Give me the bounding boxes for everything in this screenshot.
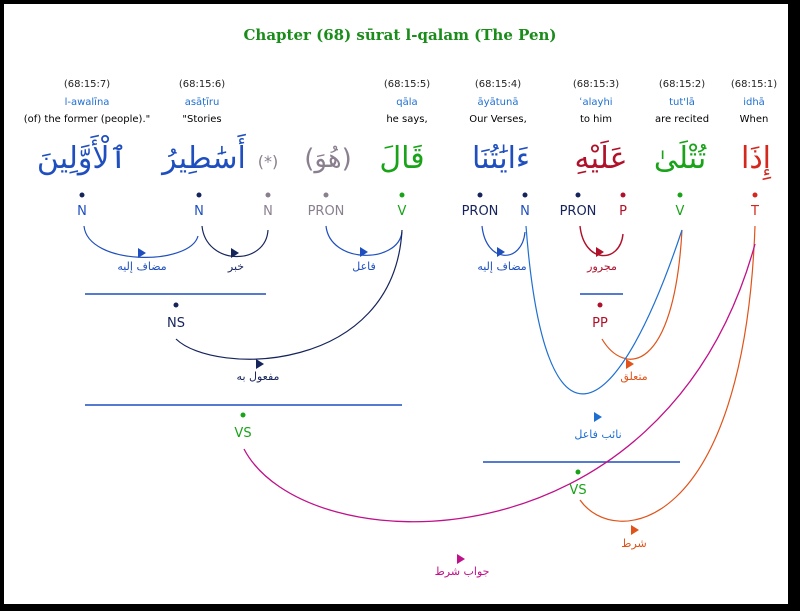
word-arabic: ءَايَٰتُنَا bbox=[471, 141, 531, 176]
word-dot bbox=[477, 192, 483, 198]
arc-mafool bbox=[175, 229, 403, 360]
word-gloss: (of) the former (people)." bbox=[23, 114, 151, 125]
word-ref: (68:15:7) bbox=[63, 79, 111, 90]
word-gloss: Our Verses, bbox=[469, 114, 527, 125]
word-translit: ʿalayhi bbox=[579, 97, 613, 108]
relation-label: خبر bbox=[227, 260, 245, 273]
page-title: Chapter (68) sūrat l-qalam (The Pen) bbox=[243, 26, 557, 44]
diagram-panel: Chapter (68) sūrat l-qalam (The Pen) (68… bbox=[4, 4, 788, 604]
arc-jawab-shart bbox=[243, 243, 756, 523]
pos-tag: PRON bbox=[307, 204, 345, 219]
pos-tag: P bbox=[619, 204, 627, 219]
pos-tag: PRON bbox=[559, 204, 597, 219]
pos-tag: V bbox=[397, 204, 407, 219]
pos-tag: V bbox=[675, 204, 685, 219]
word-arabic: تُتْلَىٰ bbox=[653, 141, 707, 176]
phrase-tag-vs: VS bbox=[234, 426, 252, 441]
word-gloss: to him bbox=[579, 114, 613, 125]
word-gloss: "Stories bbox=[182, 114, 222, 125]
phrase-dot-vs-1 bbox=[240, 412, 246, 418]
relation-label: فاعل bbox=[352, 260, 376, 273]
arrowhead bbox=[497, 247, 505, 257]
relation-label: متعلق bbox=[620, 370, 648, 383]
arc-idafa bbox=[83, 225, 199, 258]
word-arabic: قَالَ bbox=[379, 141, 425, 176]
word-arabic: ٱلْأَوَّلِينَ bbox=[36, 141, 128, 176]
arc-fail bbox=[325, 225, 403, 256]
phrase-tag-ns: NS bbox=[167, 316, 185, 331]
word-dot bbox=[522, 192, 528, 198]
arrowhead bbox=[457, 554, 465, 564]
word-arabic: (هُوَ) bbox=[304, 144, 352, 174]
word-gloss: When bbox=[739, 114, 769, 125]
word-dot bbox=[575, 192, 581, 198]
arrowhead bbox=[360, 247, 368, 257]
relation-label: مفعول به bbox=[236, 370, 280, 383]
relation-label: مضاف إليه bbox=[117, 260, 167, 273]
relation-label: مضاف إليه bbox=[477, 260, 527, 273]
phrase-dot-ns bbox=[173, 302, 179, 308]
arrowhead bbox=[631, 525, 639, 535]
word-ref: (68:15:2) bbox=[658, 79, 706, 90]
arrowhead bbox=[231, 248, 239, 258]
word-dot bbox=[752, 192, 758, 198]
relation-label: مجرور bbox=[587, 260, 617, 273]
relation-label: نائب فاعل bbox=[574, 428, 622, 441]
word-translit: tut'lā bbox=[669, 97, 695, 108]
relation-label: جواب شرط bbox=[434, 565, 490, 578]
phrase-tag-vs: VS bbox=[569, 483, 587, 498]
word-ref: (68:15:1) bbox=[730, 79, 778, 90]
word-dot bbox=[620, 192, 626, 198]
arrowhead bbox=[626, 359, 634, 369]
arrowhead bbox=[138, 248, 146, 258]
word-dot bbox=[196, 192, 202, 198]
relation-label: شرط bbox=[621, 537, 647, 550]
word-dot bbox=[79, 192, 85, 198]
word-dot bbox=[399, 192, 405, 198]
arrowhead bbox=[256, 359, 264, 369]
arrowhead bbox=[596, 247, 604, 257]
pos-tag: N bbox=[77, 204, 87, 219]
arc-naib-fail bbox=[525, 225, 683, 395]
phrase-dot-vs-2 bbox=[575, 469, 581, 475]
arc-idafa-2 bbox=[481, 225, 526, 256]
pos-tag: T bbox=[751, 204, 759, 219]
word-translit: āyātunā bbox=[477, 97, 519, 108]
phrase-dot-pp bbox=[597, 302, 603, 308]
phrase-tag-pp: PP bbox=[592, 316, 608, 331]
word-ref: (68:15:5) bbox=[383, 79, 431, 90]
dependency-arcs bbox=[79, 192, 758, 564]
word-translit: asāṭīru bbox=[184, 97, 220, 108]
word-arabic: عَلَيْهِ bbox=[574, 141, 628, 176]
pos-tag: PRON bbox=[461, 204, 499, 219]
word-ref: (68:15:6) bbox=[178, 79, 226, 90]
word-ref: (68:15:3) bbox=[572, 79, 620, 90]
word-translit: idhā bbox=[743, 97, 765, 108]
arc-mutaalliq bbox=[601, 229, 683, 360]
arc-shart bbox=[579, 225, 756, 522]
pos-tag: N bbox=[194, 204, 204, 219]
pos-tag: N bbox=[263, 204, 273, 219]
word-ref: (68:15:4) bbox=[474, 79, 522, 90]
word-dot bbox=[265, 192, 271, 198]
word-translit: l-awalīna bbox=[64, 97, 110, 108]
arrowhead bbox=[594, 412, 602, 422]
word-gloss: he says, bbox=[386, 114, 428, 125]
arc-majrur bbox=[579, 225, 624, 257]
word-translit: qāla bbox=[396, 97, 418, 108]
pos-tag: N bbox=[520, 204, 530, 219]
arc-khabar bbox=[201, 225, 269, 258]
word-dot bbox=[323, 192, 329, 198]
word-dot bbox=[677, 192, 683, 198]
word-gloss: are recited bbox=[654, 114, 710, 125]
word-arabic: أَسَٰطِيرُ bbox=[162, 141, 246, 176]
word-arabic: إِذَا bbox=[740, 141, 772, 176]
word-arabic: (*) bbox=[257, 152, 279, 171]
